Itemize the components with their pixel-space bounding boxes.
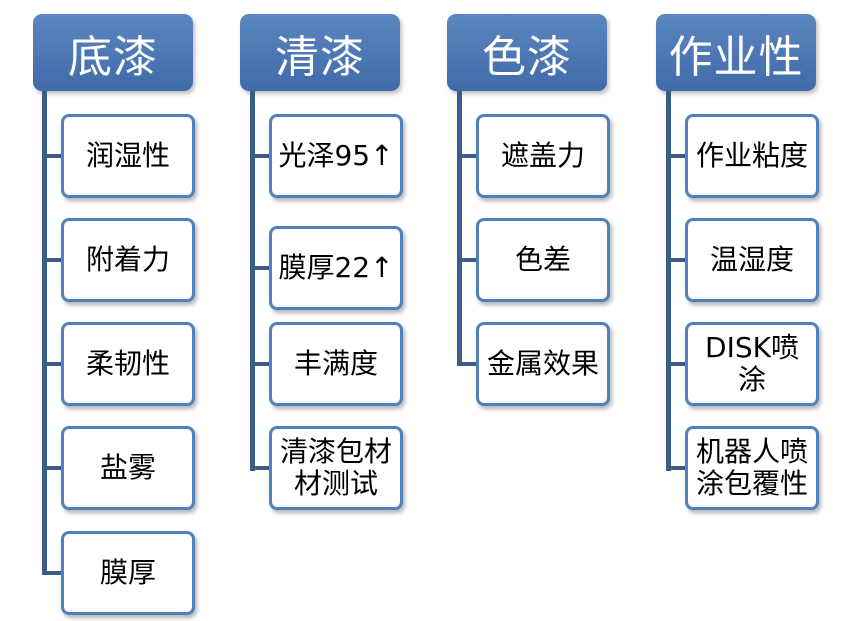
branch-line <box>666 258 686 262</box>
node-fullness: 丰满度 <box>269 322 403 406</box>
node-film-thickness: 膜厚 <box>61 531 195 615</box>
column-connector-workability <box>666 91 671 471</box>
node-robot-spray-coverage: 机器人喷涂包覆性 <box>685 426 819 510</box>
column-connector-primer <box>42 91 47 575</box>
node-disk-spraying: DISK喷涂 <box>685 322 819 406</box>
branch-line <box>457 362 477 366</box>
node-color-difference: 色差 <box>476 218 610 302</box>
branch-line <box>250 466 270 470</box>
node-temperature-humidity: 温湿度 <box>685 218 819 302</box>
node-wettability: 润湿性 <box>61 114 195 198</box>
branch-line <box>42 154 62 158</box>
column-connector-clearcoat <box>250 91 255 471</box>
branch-line <box>666 362 686 366</box>
node-clearcoat-material-test: 清漆包材材测试 <box>269 426 403 510</box>
branch-line <box>250 362 270 366</box>
column-header-primer: 底漆 <box>33 14 193 91</box>
node-clearcoat-film-thickness: 膜厚22↑ <box>269 226 403 310</box>
branch-line <box>457 154 477 158</box>
branch-line <box>666 466 686 470</box>
node-flexibility: 柔韧性 <box>61 322 195 406</box>
branch-line <box>42 571 62 575</box>
branch-line <box>42 362 62 366</box>
column-header-workability: 作业性 <box>656 14 816 91</box>
branch-line <box>457 258 477 262</box>
column-header-clearcoat: 清漆 <box>240 14 400 91</box>
branch-line <box>666 154 686 158</box>
node-gloss: 光泽95↑ <box>269 114 403 198</box>
node-adhesion: 附着力 <box>61 218 195 302</box>
node-metallic-effect: 金属效果 <box>476 322 610 406</box>
branch-line <box>42 466 62 470</box>
node-salt-spray: 盐雾 <box>61 426 195 510</box>
column-header-basecoat: 色漆 <box>447 14 607 91</box>
branch-line <box>250 154 270 158</box>
node-working-viscosity: 作业粘度 <box>685 114 819 198</box>
branch-line <box>42 258 62 262</box>
branch-line <box>250 266 270 270</box>
node-hiding-power: 遮盖力 <box>476 114 610 198</box>
column-connector-basecoat <box>457 91 462 366</box>
